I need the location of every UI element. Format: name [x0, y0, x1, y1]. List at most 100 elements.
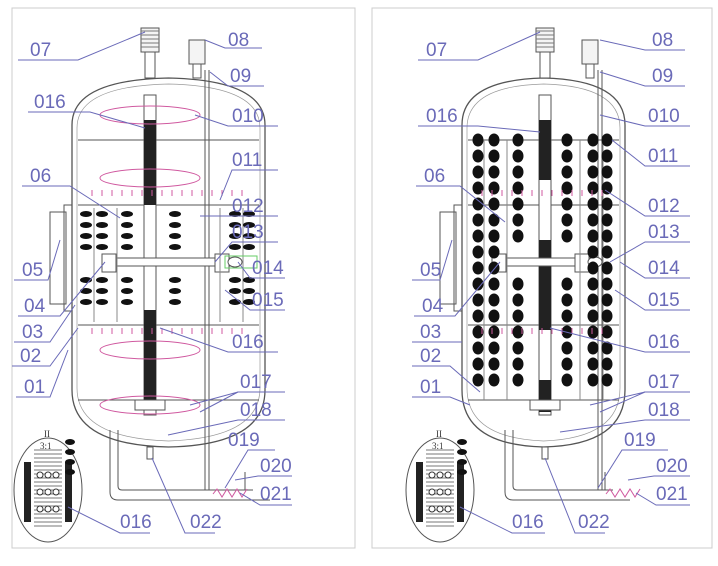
label-016c: 016 — [120, 512, 152, 533]
filter-media-ball — [169, 211, 181, 217]
label-06: 06 — [424, 166, 445, 187]
bolt-hole — [436, 488, 444, 496]
filter-media-ball — [96, 233, 108, 239]
label-03: 03 — [420, 322, 441, 343]
filter-media-ball — [561, 197, 573, 211]
filter-media-ball — [601, 181, 613, 195]
filter-media-ball — [587, 261, 599, 275]
label-016c: 016 — [512, 512, 544, 533]
bolt-hole — [36, 488, 44, 496]
label-06: 06 — [30, 166, 51, 187]
bolt-hole — [44, 471, 52, 479]
filter-media-ball — [587, 341, 599, 355]
label-07: 07 — [30, 40, 51, 61]
filter-media-ball — [601, 229, 613, 243]
filter-media-ball — [488, 229, 500, 243]
media-ball-sample — [65, 469, 75, 475]
label-017: 017 — [240, 372, 272, 393]
filter-media-ball — [512, 373, 524, 387]
label-09: 09 — [230, 66, 251, 87]
filter-media-ball — [472, 181, 484, 195]
filter-media-ball — [561, 133, 573, 147]
circulation-pipe — [109, 430, 270, 501]
clamp-bar — [416, 462, 423, 522]
filter-media-ball — [512, 357, 524, 371]
bottom-bearing — [529, 399, 561, 411]
label-011: 011 — [648, 146, 678, 167]
filter-media-ball — [561, 341, 573, 355]
media-ball-sample — [65, 439, 75, 445]
bolt-hole — [52, 471, 60, 479]
filter-media-ball — [472, 197, 484, 211]
filter-media-ball — [243, 299, 255, 305]
screw-section — [539, 240, 551, 330]
filter-media-ball — [80, 222, 92, 228]
arm-sleeve — [214, 253, 230, 273]
bolt-hole — [36, 505, 44, 513]
filter-media-ball — [601, 133, 613, 147]
filter-media-ball — [472, 373, 484, 387]
clamp-bar — [457, 462, 464, 522]
swirl-flow — [99, 395, 201, 415]
label-08: 08 — [228, 30, 249, 51]
filter-media-ball — [488, 213, 500, 227]
bolt-hole — [444, 488, 452, 496]
filter-media-ball — [587, 325, 599, 339]
pump-motor — [188, 39, 206, 65]
swirl-flow — [99, 168, 201, 188]
arm-sleeve — [574, 253, 590, 273]
filter-media-ball — [587, 357, 599, 371]
bottom-bearing — [134, 399, 166, 411]
filter-media-ball — [488, 197, 500, 211]
bolt-hole — [436, 505, 444, 513]
filter-media-ball — [229, 222, 241, 228]
filter-media-ball — [512, 165, 524, 179]
filter-media-ball — [121, 288, 133, 294]
label-020: 020 — [260, 456, 292, 477]
filter-media-ball — [488, 181, 500, 195]
filter-media-ball — [80, 299, 92, 305]
filter-media-ball — [121, 277, 133, 283]
bolt-hole — [428, 471, 436, 479]
filter-media-ball — [601, 213, 613, 227]
media-ball-sample — [457, 459, 467, 465]
filter-media-ball — [488, 133, 500, 147]
detail-section-label: II — [44, 429, 50, 439]
label-02: 02 — [20, 346, 41, 367]
filter-media-ball — [472, 213, 484, 227]
filter-media-ball — [229, 277, 241, 283]
detail-scale-label: 3:1 — [432, 441, 444, 451]
filter-media-ball — [512, 325, 524, 339]
filter-media-ball — [601, 357, 613, 371]
filter-media-ball — [512, 277, 524, 291]
filter-media-ball — [169, 233, 181, 239]
label-010: 010 — [648, 106, 680, 127]
label-017: 017 — [648, 372, 680, 393]
right-labels: 07 08 016 09 010 06 011 012 013 05 014 0… — [412, 30, 690, 534]
filter-media-ball — [243, 222, 255, 228]
filter-media-ball — [587, 293, 599, 307]
label-016: 016 — [426, 106, 458, 127]
filter-media-ball — [472, 261, 484, 275]
filter-media-ball — [169, 299, 181, 305]
label-01: 01 — [24, 377, 45, 398]
right-figure — [405, 27, 641, 543]
label-014: 014 — [648, 258, 680, 279]
filter-media-ball — [229, 288, 241, 294]
filter-media-ball — [96, 211, 108, 217]
filter-media-ball — [561, 181, 573, 195]
motor-coupling — [539, 51, 551, 79]
label-03: 03 — [22, 322, 43, 343]
filter-media-ball — [472, 325, 484, 339]
media-ball-sample — [65, 459, 75, 465]
label-01: 01 — [420, 377, 441, 398]
bolt-hole — [44, 488, 52, 496]
filter-media-ball — [121, 211, 133, 217]
sight-window — [49, 211, 67, 305]
filter-media-ball — [561, 149, 573, 163]
filter-media-ball — [472, 309, 484, 323]
circulation-pipe — [504, 430, 630, 501]
filter-media-ball — [472, 293, 484, 307]
filter-media-ball — [80, 244, 92, 250]
filter-media-ball — [96, 299, 108, 305]
